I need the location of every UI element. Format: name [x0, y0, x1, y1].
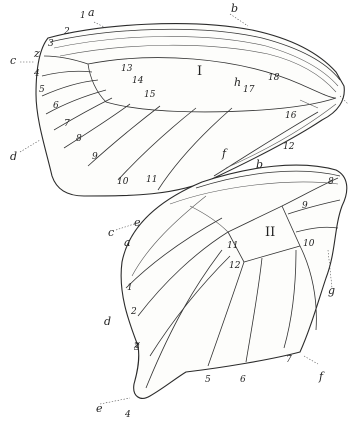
- forewing-vein-number-1: 1: [80, 11, 86, 21]
- forewing-vein-number-6: 6: [53, 101, 59, 111]
- forewing-label-h: h: [234, 76, 241, 89]
- hindwing-vein-number-5: 5: [205, 375, 211, 385]
- hindwing-vein-number-12: 12: [229, 261, 241, 271]
- forewing-vein-number-18: 18: [268, 73, 280, 83]
- forewing-vein-number-11: 11: [146, 175, 157, 185]
- forewing-vein-number-5: 5: [39, 85, 45, 95]
- forewing-vein-number-15: 15: [144, 90, 156, 100]
- forewing-vein-number-4: 4: [33, 69, 40, 79]
- hindwing-label-c: c: [108, 226, 114, 239]
- hindwing-label-e-tail: e: [96, 402, 103, 415]
- forewing-title: I: [197, 64, 202, 79]
- forewing-vein-number-7: 7: [64, 119, 70, 129]
- forewing-vein-number-17: 17: [243, 85, 255, 95]
- hindwing-vein-number-3: 3: [134, 343, 140, 353]
- hindwing: [121, 165, 347, 398]
- hindwing-label-g: g: [328, 284, 335, 297]
- forewing-vein-number-14: 14: [132, 76, 144, 86]
- leader-forewing-d: [20, 140, 40, 152]
- forewing-vein-number-8: 8: [76, 134, 82, 144]
- hindwing-label-e: e: [134, 216, 141, 229]
- hindwing-vein-number-1: 1: [127, 283, 133, 293]
- leader-hindwing-e: [100, 398, 130, 404]
- hindwing-vein-number-7: 7: [286, 355, 292, 365]
- hindwing-vein-number-11: 11: [227, 241, 238, 251]
- forewing-vein-number-2: 2: [63, 27, 70, 37]
- hindwing-vein-number-4: 4: [124, 410, 131, 420]
- hindwing-label-b: b: [256, 158, 263, 171]
- leader-hindwing-f: [304, 356, 318, 364]
- leader-forewing-b: [230, 14, 248, 26]
- hindwing-label-a: a: [124, 236, 131, 249]
- forewing-label-z: z: [33, 47, 40, 60]
- hindwing-label-f: f: [318, 370, 325, 383]
- hindwing-vein-number-8: 8: [328, 177, 334, 187]
- forewing-label-a: a: [88, 6, 95, 19]
- forewing-vein-number-12: 12: [283, 142, 295, 152]
- hindwing-title: II: [265, 225, 275, 240]
- forewing-vein-number-16: 16: [285, 111, 297, 121]
- hindwing-vein-number-2: 2: [130, 307, 137, 317]
- forewing-label-d: d: [10, 150, 17, 163]
- forewing-label-c: c: [10, 54, 16, 67]
- hindwing-vein-number-9: 9: [302, 201, 308, 211]
- forewing-label-b: b: [231, 2, 238, 15]
- forewing-vein-number-3: 3: [48, 39, 54, 49]
- forewing-vein-number-9: 9: [92, 152, 98, 162]
- forewing-vein-number-10: 10: [117, 177, 129, 187]
- hindwing-vein-number-10: 10: [303, 239, 315, 249]
- hindwing-vein-number-6: 6: [240, 375, 246, 385]
- hindwing-label-d: d: [104, 315, 111, 328]
- forewing-vein-number-13: 13: [121, 64, 133, 74]
